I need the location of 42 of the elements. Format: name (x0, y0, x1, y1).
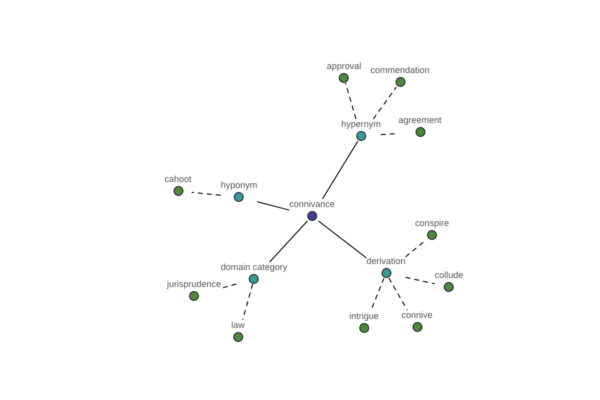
connector (256, 201, 290, 211)
node-label: agreement (398, 115, 442, 126)
graph-node (434, 270, 464, 292)
node-label: domain category (220, 262, 288, 273)
graph-node (366, 256, 406, 278)
graph-node (398, 115, 442, 137)
graph-node (231, 320, 245, 342)
node-label: hypernym (341, 119, 381, 130)
graph-node (341, 119, 381, 141)
node-label: jurisprudence (166, 279, 222, 290)
graph-node (414, 218, 450, 240)
node-label: connivance (289, 199, 335, 210)
graph-node (220, 180, 258, 202)
connector (322, 140, 358, 200)
node-label: connive (401, 310, 433, 321)
connector (318, 220, 367, 258)
dashed-connector (242, 284, 254, 320)
dashed-connector (405, 240, 426, 258)
graph-node (164, 174, 192, 196)
graph-node (166, 279, 222, 301)
node-label: derivation (366, 256, 406, 267)
graph-node (220, 262, 288, 284)
node-label: collude (434, 270, 464, 281)
graph-node (326, 61, 362, 83)
node-label: cahoot (164, 174, 192, 185)
graph-node (349, 311, 379, 333)
node-label: conspire (414, 218, 450, 229)
dashed-connector (405, 276, 436, 284)
dashed-connector (220, 284, 237, 289)
connector (269, 220, 308, 262)
dashed-connector (372, 86, 397, 120)
dashed-connector (388, 278, 408, 310)
node-label: intrigue (349, 311, 379, 322)
graph-node (401, 310, 433, 332)
node-label: hyponym (220, 180, 258, 191)
graph-node (370, 65, 430, 87)
graph-node (289, 199, 335, 221)
node-label: commendation (370, 65, 430, 76)
node-label: approval (326, 61, 362, 72)
dashed-connector (191, 192, 222, 196)
dashed-connector (344, 82, 357, 120)
node-label: law (231, 320, 245, 331)
